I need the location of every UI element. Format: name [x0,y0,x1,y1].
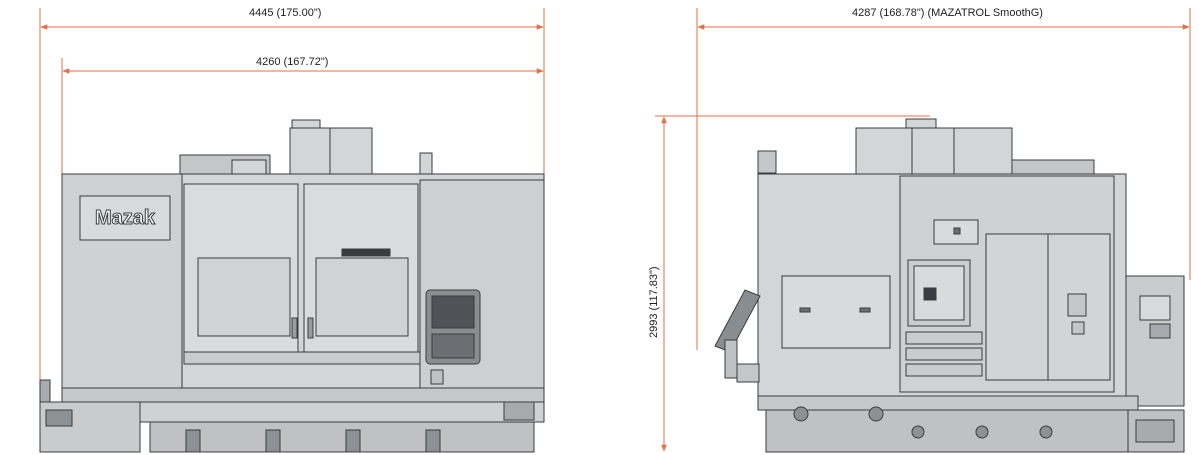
dim-label-width: 4287 (168.78") (MAZATROL SmoothG) [850,7,1045,20]
side-leveling-foot-4 [975,425,989,439]
side-leveling-foot-1 [793,406,809,422]
front-bed [139,401,545,423]
dim-label-height: 2993 (117.83") [648,264,661,340]
dim-label-overall: 4445 (175.00") [247,7,324,20]
front-operator-screen [431,295,475,329]
front-window-left [197,257,291,337]
front-dimension-lines [39,8,545,388]
side-machine [714,118,1185,453]
front-foot-3 [345,429,361,453]
side-base [757,395,1139,411]
front-handle-left [291,317,298,339]
front-head-box [289,127,373,177]
side-skid [765,409,1129,453]
front-handle-right [307,317,314,339]
side-head-box [855,127,1013,177]
side-dimension-lines [655,8,1191,452]
front-foot-4 [425,429,441,453]
front-model-plate [341,248,391,257]
side-leveling-foot-3 [911,425,925,439]
front-signal-tower [419,152,433,176]
front-base [61,387,545,403]
dim-label-body: 4260 (167.72") [254,56,331,69]
front-window-right [315,257,409,337]
front-logo-plate [79,195,171,241]
front-brand-logo: Mazak [95,207,156,229]
front-foot-1 [185,429,201,453]
side-door-left [985,233,1049,381]
side-leveling-foot-2 [868,406,884,422]
front-skid [149,421,535,453]
side-access-panel [781,275,891,349]
side-leveling-foot-5 [1039,425,1053,439]
front-view: Mazak [39,8,545,453]
side-view [655,8,1191,453]
front-machine [39,119,545,453]
side-signal-tower [757,150,777,174]
front-foot-2 [265,429,281,453]
